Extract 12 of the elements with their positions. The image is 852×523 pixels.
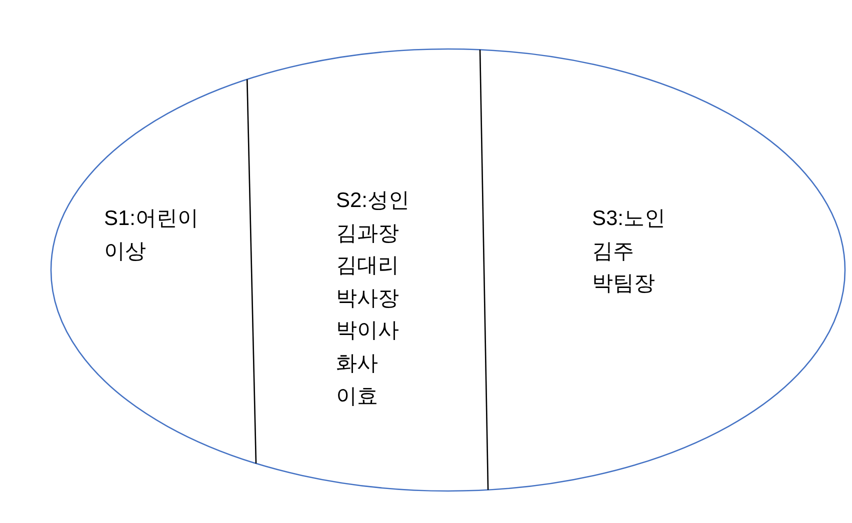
section-heading: S2:성인 xyxy=(336,188,410,214)
person-name: 박사장 xyxy=(336,286,399,312)
person-name: 이상 xyxy=(104,238,146,265)
section-heading: S1:어린이 xyxy=(104,206,199,232)
person-name: 김주 xyxy=(592,238,634,265)
person-name: 박이사 xyxy=(336,318,399,344)
section-heading: S3:노인 xyxy=(592,206,666,232)
person-name: 박팀장 xyxy=(592,271,655,298)
person-name: 김과장 xyxy=(336,220,399,247)
person-name: 이효 xyxy=(336,384,378,410)
person-name: 화사 xyxy=(336,351,378,377)
person-name: 김대리 xyxy=(336,253,399,280)
